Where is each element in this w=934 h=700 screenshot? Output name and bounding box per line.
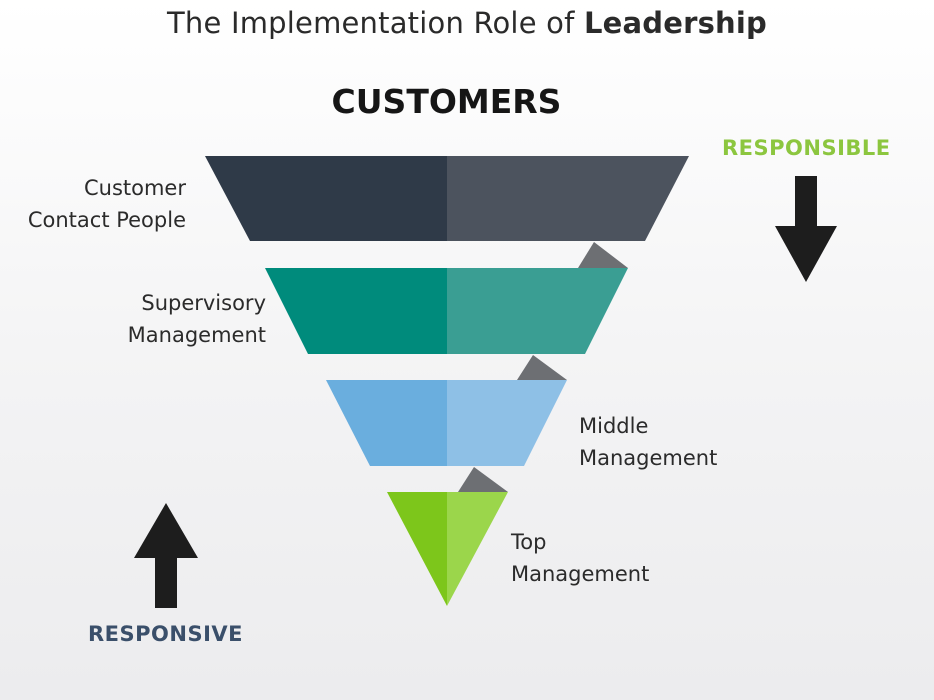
- label-middle: Middle Management: [579, 414, 718, 470]
- funnel-level-top: [387, 492, 508, 606]
- funnel-level-2-right: [447, 268, 628, 354]
- funnel-level-customer-contact: [205, 156, 689, 241]
- responsive-label: RESPONSIVE: [88, 622, 243, 646]
- funnel-level-1-right: [447, 156, 689, 241]
- fold-connector-2: [517, 355, 567, 380]
- label-top: Top Management: [511, 530, 650, 586]
- funnel-level-4-left: [387, 492, 447, 606]
- funnel-level-supervisory: [265, 268, 628, 354]
- funnel-level-3-right: [447, 380, 567, 466]
- diagram-title: The Implementation Role of Leadership: [0, 6, 934, 40]
- up-arrow-icon: [134, 503, 198, 608]
- label-customer-contact: Customer Contact People: [27, 176, 186, 232]
- fold-connector-1: [578, 242, 628, 268]
- funnel-level-2-left: [265, 268, 447, 354]
- down-arrow-icon: [775, 176, 837, 282]
- title-prefix: The Implementation Role of: [167, 6, 575, 40]
- label-supervisory: Supervisory Management: [127, 291, 266, 347]
- funnel-level-4-right: [447, 492, 508, 606]
- title-emphasis: Leadership: [583, 6, 767, 40]
- responsible-label: RESPONSIBLE: [722, 136, 891, 160]
- customers-heading: CUSTOMERS: [331, 82, 562, 121]
- fold-connector-3: [458, 467, 508, 492]
- funnel-level-3-left: [326, 380, 447, 466]
- funnel-level-middle: [326, 380, 567, 466]
- funnel-level-1-left: [205, 156, 447, 241]
